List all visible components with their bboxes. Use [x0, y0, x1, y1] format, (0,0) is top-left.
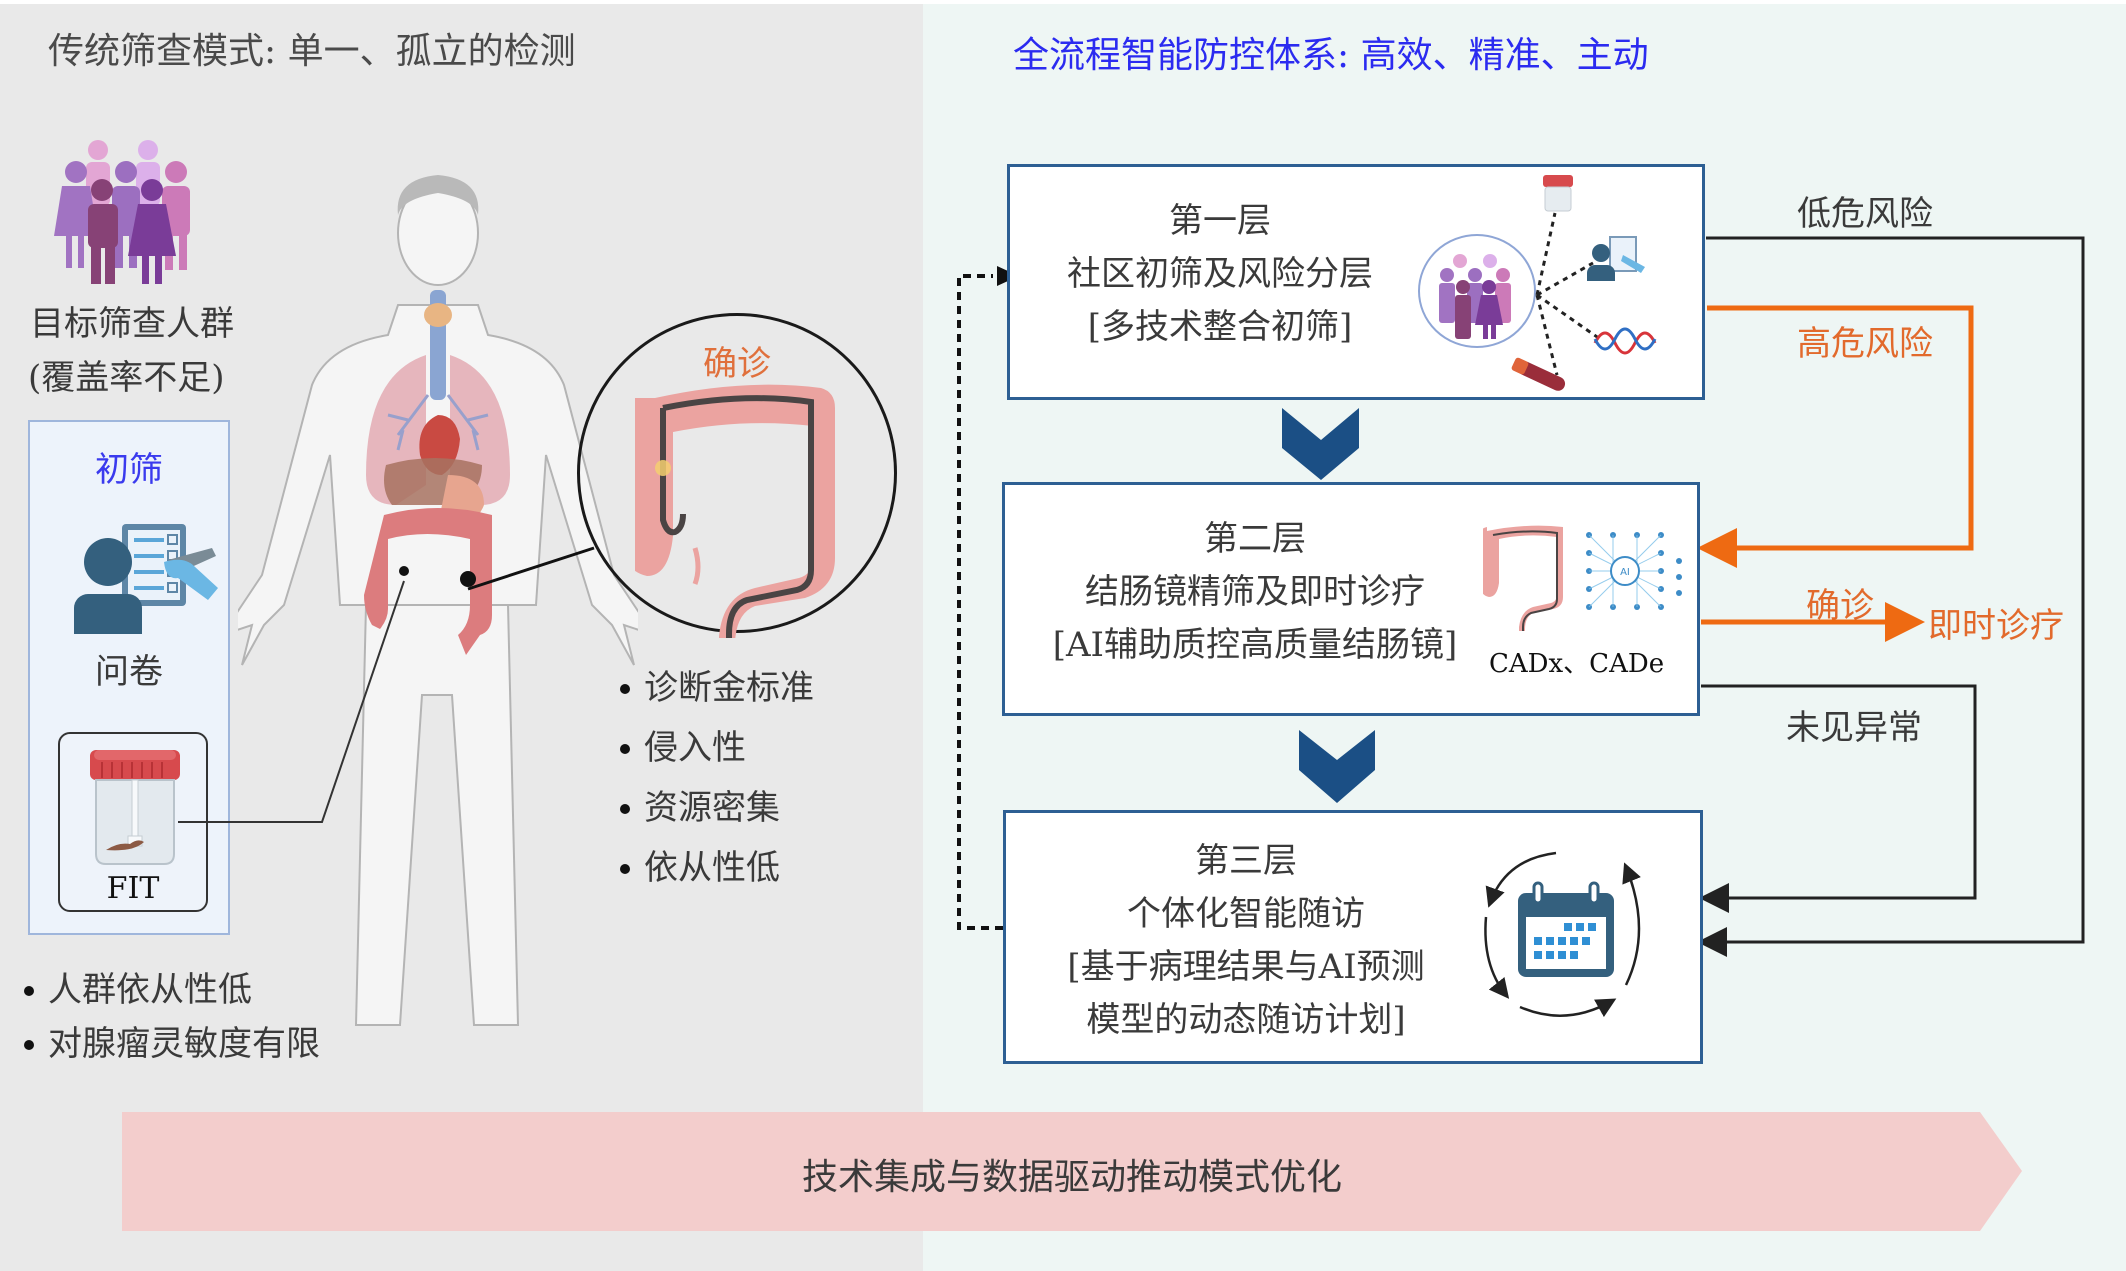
layer-one-name: 社区初筛及风险分层: [1067, 254, 1373, 294]
flow-connectors: [957, 236, 2085, 957]
layer-two-detail: [AI辅助质控高质量结肠镜]: [1052, 625, 1458, 665]
low-risk-label: 低危风险: [1797, 194, 1933, 234]
colon-ai-network-icon: AI: [1483, 521, 1683, 631]
trait-item: 侵入性: [616, 718, 814, 778]
high-risk-label: 高危风险: [1797, 324, 1933, 364]
people-group-icon: [52, 138, 202, 288]
layer-three-heading: 第三层: [1195, 841, 1297, 881]
coverage-insufficient-label: (覆盖率不足): [28, 358, 225, 398]
layer-three-detail-1: [基于病理结果与AI预测: [1067, 947, 1425, 987]
colonoscopy-circle: 确诊: [577, 313, 897, 638]
cadx-cade-label: CADx、CADe: [1489, 649, 1665, 679]
svg-text:AI: AI: [1620, 567, 1630, 578]
layer-two-box: 第二层 结肠镜精筛及即时诊疗 [AI辅助质控高质量结肠镜] AI CADx、CA…: [1002, 482, 1700, 716]
no-abnormality-label: 未见异常: [1786, 708, 1922, 748]
drawback-item: 人群依从性低: [20, 963, 320, 1017]
colon-with-endoscope-icon: [635, 378, 835, 638]
layer-two-heading: 第二层: [1204, 519, 1306, 559]
intelligent-system-title: 全流程智能防控体系: 高效、精准、主动: [1013, 35, 1649, 76]
stool-sample-jar-icon: [88, 748, 182, 866]
human-anatomy-icon: [238, 175, 638, 1055]
layer-one-detail: [多技术整合初筛]: [1087, 307, 1353, 347]
trait-item: 依从性低: [616, 838, 814, 898]
layer-one-heading: 第一层: [1169, 201, 1271, 241]
initial-screening-title: 初筛: [95, 450, 163, 490]
questionnaire-person-icon: [70, 522, 230, 642]
layer-two-name: 结肠镜精筛及即时诊疗: [1085, 572, 1425, 612]
immediate-treatment-label: 即时诊疗: [1928, 606, 2064, 646]
optimization-banner-text: 技术集成与数据驱动推动模式优化: [801, 1157, 1342, 1198]
questionnaire-label: 问卷: [95, 652, 163, 692]
trait-item: 资源密集: [616, 778, 814, 838]
layer-three-detail-2: 模型的动态随访计划]: [1086, 1000, 1406, 1040]
confirmed-label: 确诊: [1806, 586, 1874, 626]
screening-drawback-list: 人群依从性低 对腺瘤灵敏度有限: [20, 963, 320, 1071]
traditional-model-title: 传统筛查模式: 单一、孤立的检测: [48, 31, 576, 72]
calendar-cycle-icon: [1476, 845, 1656, 1025]
fit-connector-line: [178, 546, 595, 823]
confirmed-diagnosis-label: 确诊: [703, 344, 771, 384]
layer-three-box: 第三层 个体化智能随访 [基于病理结果与AI预测 模型的动态随访计划]: [1003, 810, 1703, 1064]
layer-one-box: 第一层 社区初筛及风险分层 [多技术整合初筛]: [1007, 164, 1705, 400]
trait-item: 诊断金标准: [616, 658, 814, 718]
drawback-item: 对腺瘤灵敏度有限: [20, 1017, 320, 1071]
optimization-banner: 技术集成与数据驱动推动模式优化: [122, 1112, 2022, 1231]
fit-label: FIT: [106, 871, 160, 906]
target-population-label: 目标筛查人群: [30, 304, 234, 344]
multi-technology-screening-icon: [1405, 171, 1695, 395]
colonoscopy-trait-list: 诊断金标准 侵入性 资源密集 依从性低: [616, 658, 814, 898]
layer-three-name: 个体化智能随访: [1127, 894, 1365, 934]
